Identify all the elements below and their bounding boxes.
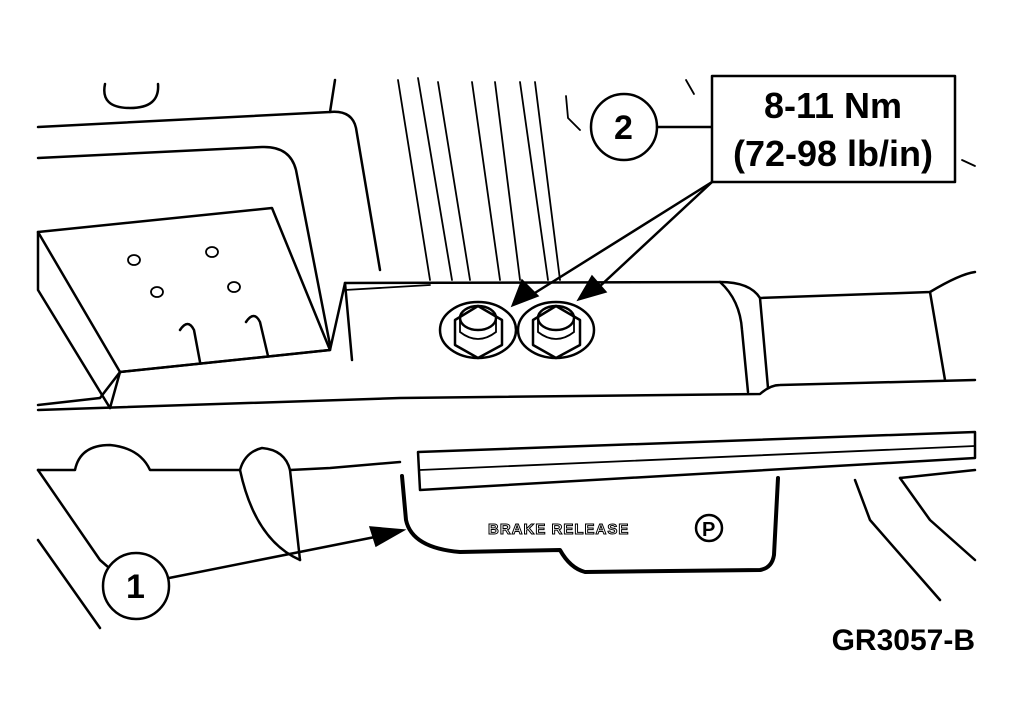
mounting-bracket (36, 206, 332, 410)
callout-1: 1 (101, 526, 407, 621)
figure-id: GR3057-B (832, 624, 975, 657)
callout-1-arrowhead (368, 526, 407, 548)
callout-2-number: 2 (614, 109, 633, 147)
torque-spec-box: 8-11 Nm (72-98 lb/in) (510, 74, 957, 308)
callout-2: 2 (589, 92, 714, 162)
arrowhead-bolt-left (510, 278, 540, 308)
dash-structure (36, 77, 976, 347)
handle-label: BRAKE RELEASE (488, 521, 629, 538)
torque-spec-nm: 8-11 Nm (764, 85, 902, 126)
callout-1-number: 1 (126, 568, 145, 606)
bolt-right (516, 300, 596, 360)
lower-panel (36, 443, 977, 630)
arrowhead-bolt-right (576, 274, 608, 302)
bolt-left (438, 300, 518, 360)
torque-spec-lbin: (72-98 lb/in) (733, 133, 933, 174)
park-symbol: P (702, 519, 715, 541)
brake-release-handle: BRAKE RELEASE P (400, 430, 977, 574)
cross-member (36, 270, 977, 412)
